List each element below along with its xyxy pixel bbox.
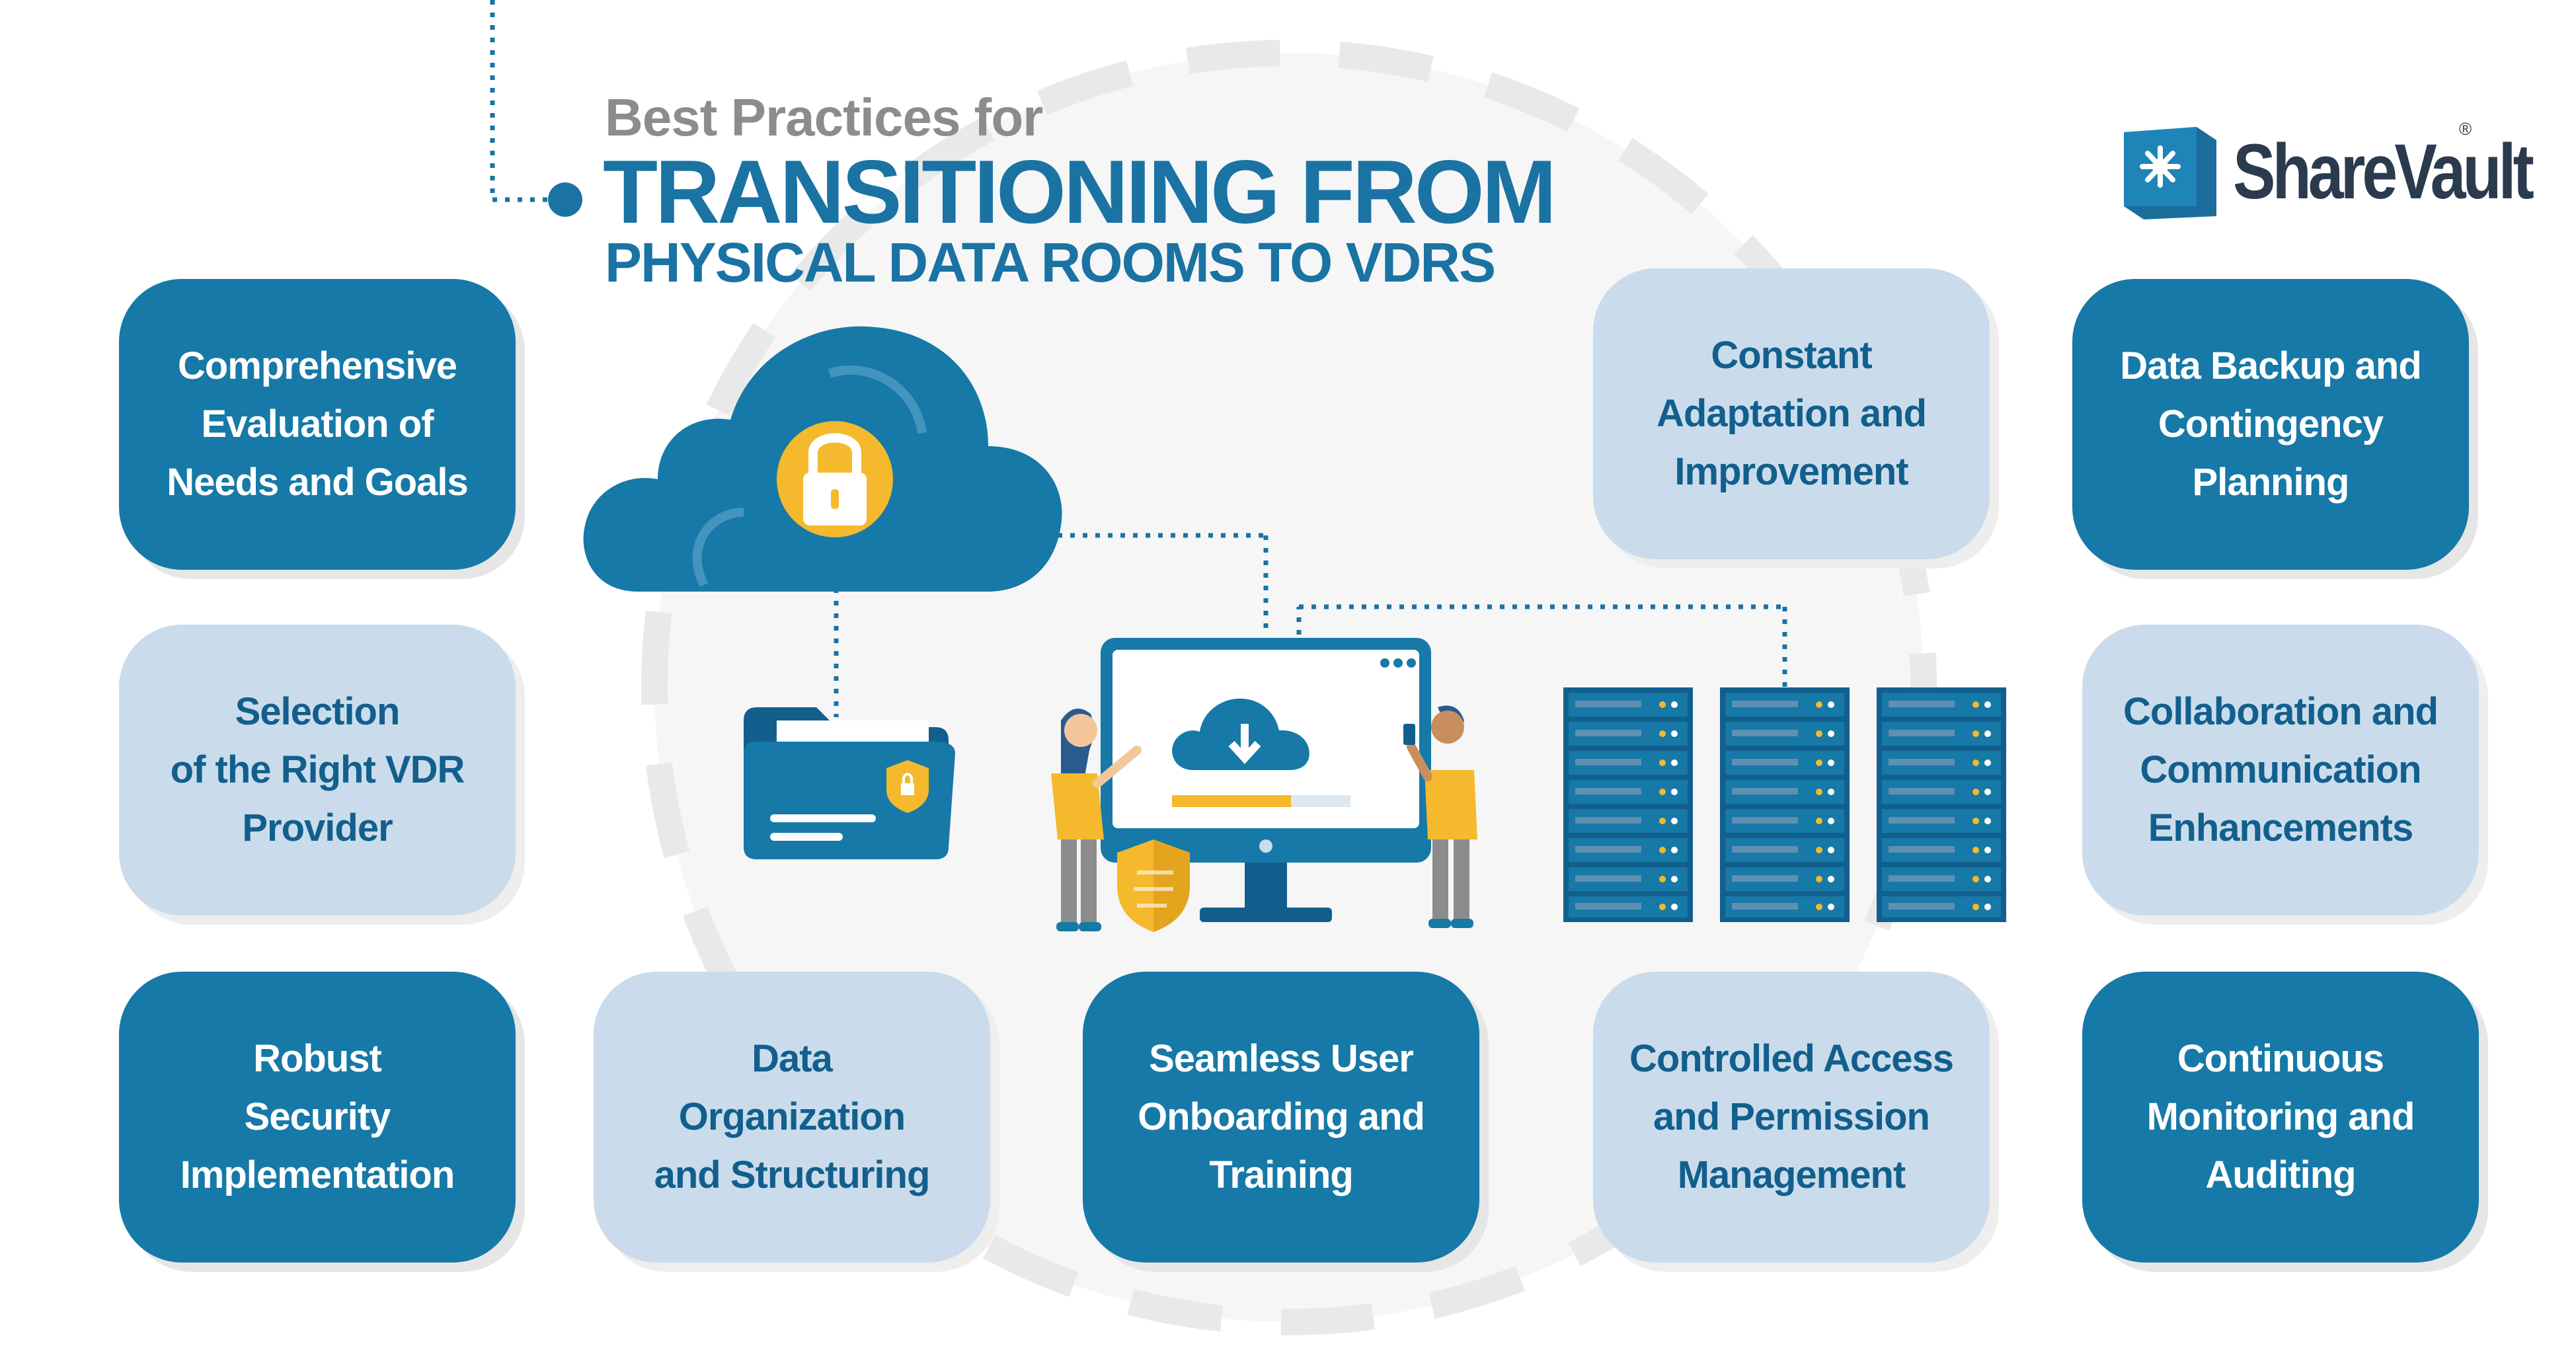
practice-card-evaluation: Comprehensive Evaluation of Needs and Go…: [119, 279, 516, 570]
practice-card-monitoring: Continuous Monitoring and Auditing: [2082, 972, 2479, 1263]
practice-label: Seamless User Onboarding and Training: [1138, 1037, 1425, 1196]
brand-logo: ShareVault: [2233, 128, 2534, 215]
shield-icon: [1117, 839, 1190, 932]
practice-card-access-control: Controlled Access and Permission Managem…: [1593, 972, 1990, 1263]
practice-card-security: Robust Security Implementation: [119, 972, 516, 1263]
practice-card-adaptation: Constant Adaptation and Improvement: [1593, 268, 1990, 559]
registered-mark: ®: [2459, 119, 2472, 139]
practice-label: Robust Security Implementation: [180, 1037, 455, 1196]
practice-label: Data Backup and Contingency Planning: [2120, 344, 2422, 504]
page-title: TRANSITIONING FROM: [603, 141, 1557, 242]
server-rack-icon: [1563, 687, 2006, 922]
title-prefix: Best Practices for: [605, 88, 1043, 147]
secure-folder-icon: [744, 707, 955, 859]
practice-card-data-organization: Data Organization and Structuring: [594, 972, 990, 1263]
practice-label: Controlled Access and Permission Managem…: [1629, 1037, 1954, 1196]
page-subtitle: PHYSICAL DATA ROOMS TO VDRS: [605, 231, 1496, 293]
monitor-download-icon: [1101, 638, 1431, 922]
cloud-lock-icon: [583, 326, 1062, 592]
practice-label: Constant Adaptation and Improvement: [1656, 334, 1927, 493]
practice-label: Data Organization and Structuring: [654, 1037, 931, 1196]
practice-card-backup: Data Backup and Contingency Planning: [2072, 279, 2469, 570]
practice-card-collaboration: Collaboration and Communication Enhancem…: [2082, 625, 2479, 915]
practice-label: Selection of the Right VDR Provider: [170, 690, 465, 849]
practice-label: Continuous Monitoring and Auditing: [2146, 1037, 2415, 1196]
practice-label: Collaboration and Communication Enhancem…: [2123, 690, 2439, 849]
practice-card-onboarding: Seamless User Onboarding and Training: [1083, 972, 1479, 1263]
person-icon: [1403, 705, 1477, 928]
practice-label: Comprehensive Evaluation of Needs and Go…: [167, 344, 469, 504]
person-icon: [1051, 709, 1142, 931]
asterisk-shield-icon: [2124, 127, 2216, 219]
practice-card-vdr-selection: Selection of the Right VDR Provider: [119, 625, 516, 915]
